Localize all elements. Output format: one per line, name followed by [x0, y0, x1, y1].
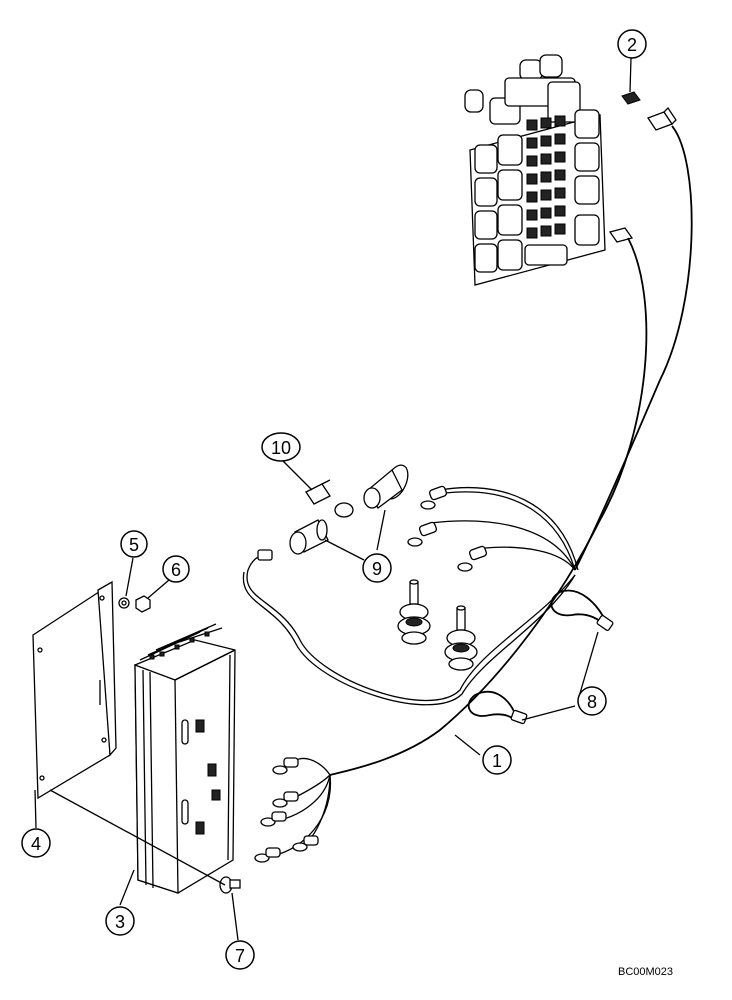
screw-part	[219, 876, 241, 894]
harness-connector	[257, 549, 273, 561]
nut-part	[135, 595, 151, 613]
callout-8: 8	[577, 686, 607, 716]
cover-panel	[32, 580, 117, 800]
rotary-switch-right	[444, 605, 478, 671]
callout-2-label: 2	[627, 35, 637, 55]
callout-5: 5	[120, 530, 148, 558]
fuse-part	[621, 91, 677, 131]
callout-4: 4	[21, 828, 51, 858]
relay-grid	[474, 109, 600, 273]
callout-1-label: 1	[492, 751, 502, 771]
callout-5-label: 5	[129, 535, 139, 555]
lighter-plug	[289, 519, 329, 555]
callout-1: 1	[482, 745, 512, 775]
callout-7-label: 7	[235, 946, 245, 966]
callout-6: 6	[162, 555, 190, 583]
leader-lines	[34, 57, 632, 941]
cable-tie-lower	[467, 690, 528, 725]
terminal-clip	[608, 227, 634, 243]
callout-10-label: 10	[271, 438, 291, 458]
ring-terminal-group-lower	[254, 757, 319, 863]
ring-terminal-group-upper	[407, 485, 488, 572]
terminal-studs	[195, 719, 221, 835]
callout-2: 2	[617, 29, 647, 59]
callout-6-label: 6	[171, 560, 181, 580]
cable-tie-upper	[550, 589, 614, 631]
relay-fuse-box	[464, 54, 606, 286]
callout-9: 9	[362, 553, 392, 583]
callout-7: 7	[225, 940, 255, 970]
connector-part	[305, 479, 331, 505]
callout-4-label: 4	[31, 834, 41, 854]
drawing-code: BC00M023	[618, 966, 673, 978]
callout-10: 10	[261, 432, 301, 462]
callout-3-label: 3	[115, 912, 125, 932]
lighter-socket	[334, 464, 409, 518]
rotary-switch-left	[397, 579, 431, 645]
wire-harness	[242, 125, 693, 856]
callout-9-label: 9	[372, 559, 382, 579]
callout-3: 3	[105, 906, 135, 936]
callout-8-label: 8	[587, 692, 597, 712]
control-module	[134, 623, 236, 894]
